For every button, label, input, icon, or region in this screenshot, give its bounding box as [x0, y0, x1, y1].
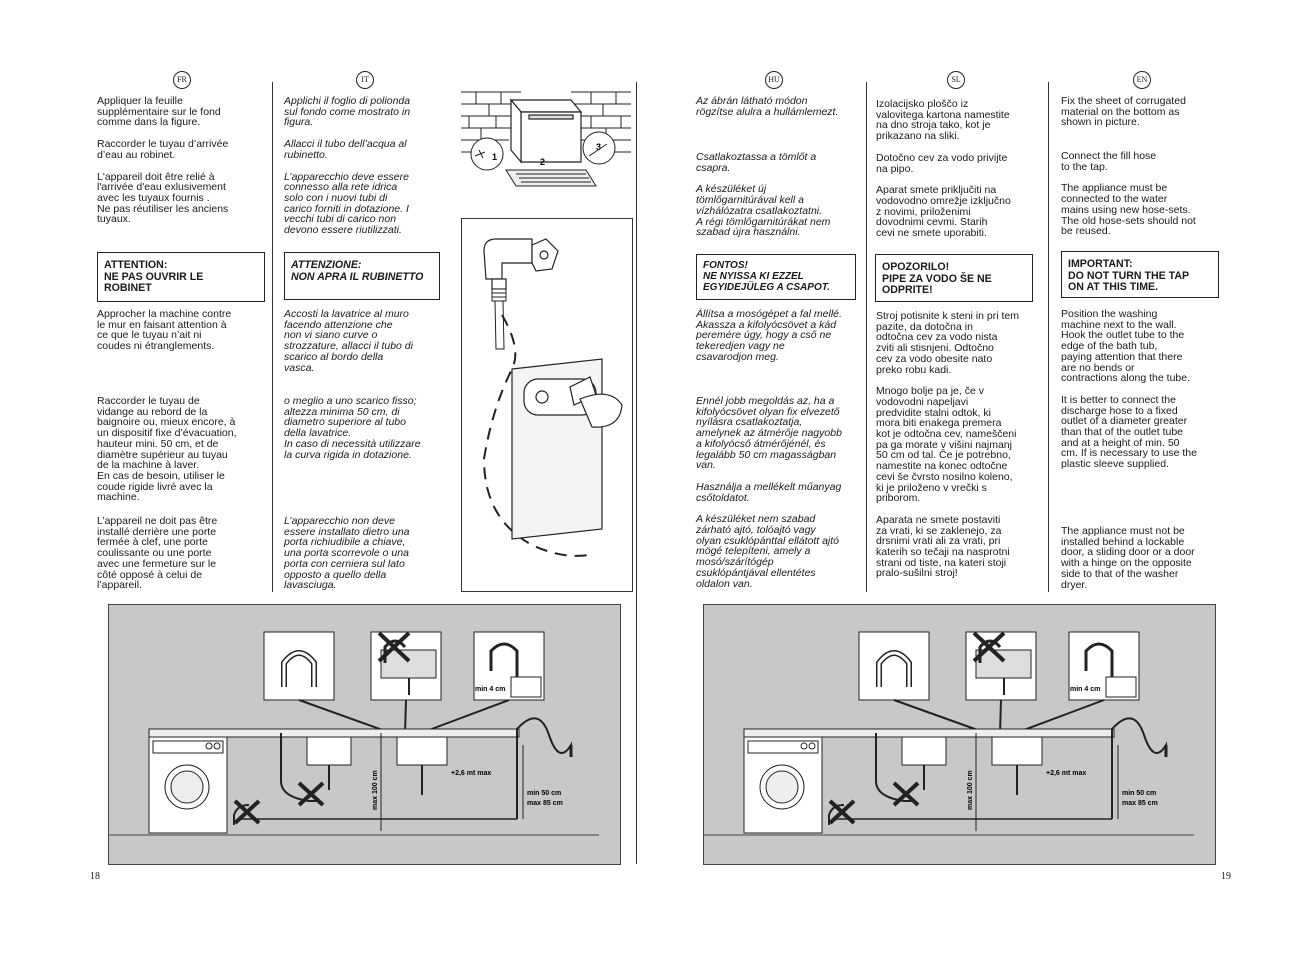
fr-text-3: L'appareil doit être relié à l'arrivée d… [97, 170, 229, 226]
step-3-label: 3 [596, 142, 601, 152]
tap-hose-illustration [461, 218, 633, 592]
max-100cm-label-left: max 100 cm [372, 770, 379, 810]
fr-text-2: Raccorder le tuyau d’arrivée d’eau au ro… [97, 138, 229, 161]
lang-badge-fr: FR [173, 71, 191, 89]
it-column-drain: o meglio a uno scarico fisso; altezza mi… [284, 396, 444, 471]
it-text-4: Accosti la lavatrice al muro facendo att… [284, 308, 413, 374]
min-50cm-label-left: min 50 cm [527, 790, 561, 797]
hu-column: Az ábrán látható módon rögzítse alulra a… [696, 96, 862, 128]
min-4cm-label-right: min 4 cm [1070, 686, 1100, 693]
sl-text-2: Dotočno cev za vodo privijte na pipo. [876, 151, 1008, 175]
plus-26mt-label-left: +2,6 mt max [451, 770, 491, 777]
hu-column-hose: Csatlakoztassa a tömlőt a csapra. A kész… [696, 152, 862, 249]
sl-text-5: Mnogo bolje pa je, če v vodovodni napelj… [876, 385, 1017, 505]
en-text-4: Position the washing machine next to the… [1061, 308, 1191, 385]
fr-column-lower: Approcher la machine contre le mur en fa… [97, 309, 269, 363]
step-2-label: 2 [540, 157, 545, 167]
min-4cm-label-left: min 4 cm [475, 686, 505, 693]
column-divider [1048, 82, 1049, 592]
en-text-1: Fix the sheet of corrugated material on … [1061, 95, 1186, 129]
min-50cm-label-right: min 50 cm [1122, 790, 1156, 797]
en-column-hose: Connect the fill hose to the tap. The ap… [1061, 151, 1227, 248]
page-number-right: 19 [1221, 871, 1231, 882]
drain-diagram-svg-right: min 4 cm max 100 cm +2,6 mt max [704, 631, 1194, 836]
hu-text-4: Állítsa a mosógépet a fal mellé. Akassza… [696, 308, 842, 363]
hu-text-5: Ennél jobb megoldás az, ha a kifolyócsöv… [696, 395, 842, 472]
sl-text-3: Aparat smete priključiti na vodovodno om… [876, 184, 1011, 240]
it-text-3: L’apparecchio deve essere connesso alla … [284, 170, 409, 237]
hu-text-5b: Használja a mellékelt műanyag csőtoldato… [696, 480, 842, 504]
it-column: Applichi il foglio di polionda sul fondo… [284, 96, 444, 247]
fr-text-4: Approcher la machine contre le mur en fa… [97, 308, 232, 353]
lang-badge-sl: SL [947, 71, 965, 89]
lang-badge-it: IT [356, 71, 374, 89]
sl-column: Izolacijsko ploščo iz valovitega kartona… [876, 99, 1046, 250]
column-divider [272, 82, 273, 592]
drain-diagram-right: min 4 cm max 100 cm +2,6 mt max [703, 604, 1216, 865]
lang-badge-en: EN [1133, 71, 1151, 89]
fr-warning-box: ATTENTION: NE PAS OUVRIR LE ROBINET [97, 252, 265, 302]
it-text-2: Allacci il tubo dell’acqua al rubinetto. [284, 138, 407, 161]
sl-column-lower: Stroj potisnite k steni in pri tem pazit… [876, 311, 1048, 590]
en-text-5: It is better to connect the discharge ho… [1061, 393, 1197, 471]
fr-text-5: Raccorder le tuyau de vidange au rebord … [97, 395, 237, 504]
drain-diagram-svg-left: min 4 cm max 100 [109, 631, 599, 836]
fr-column: Appliquer la feuille supplémentaire sur … [97, 96, 269, 236]
step-1-label: 1 [492, 152, 497, 162]
fr-column-drain: Raccorder le tuyau de vidange au rebord … [97, 396, 269, 514]
en-text-6: The appliance must not be installed behi… [1061, 525, 1195, 591]
sl-text-4: Stroj potisnite k steni in pri tem pazit… [876, 310, 1019, 376]
corrugated-sheet-illustration: 1 2 3 [461, 82, 631, 202]
fr-text-6: L’appareil ne doit pas être installé der… [97, 515, 218, 592]
hu-text-1: Az ábrán látható módon rögzítse alulra a… [696, 95, 839, 118]
hu-text-3: A készüléket új tömlőgarnitúrával kell a… [696, 183, 831, 239]
max-100cm-label-right: max 100 cm [967, 770, 974, 810]
hu-text-2: Csatlakoztassa a tömlőt a csapra. [696, 151, 817, 174]
it-column-lower: Accosti la lavatrice al muro facendo att… [284, 309, 444, 384]
max-85cm-label-right: max 85 cm [1122, 800, 1158, 807]
sl-warning-box: OPOZORILO! PIPE ZA VODO ŠE NE ODPRITE! [875, 254, 1033, 302]
fr-text-1: Appliquer la feuille supplémentaire sur … [97, 95, 221, 129]
sl-text-1: Izolacijsko ploščo iz valovitega kartona… [876, 98, 1010, 143]
it-text-6: L’apparecchio non deve essere installato… [284, 515, 410, 592]
page-gutter [636, 82, 637, 864]
it-column-door: L’apparecchio non deve essere installato… [284, 516, 444, 602]
en-text-3: The appliance must be connected to the w… [1061, 182, 1196, 238]
hu-warning-box: FONTOS! NE NYISSA KI EZZEL EGYIDEJÜLEG A… [696, 254, 856, 300]
en-text-2: Connect the fill hose to the tap. [1061, 150, 1157, 173]
en-column-lower: Position the washing machine next to the… [1061, 309, 1227, 481]
hu-column-drain: Ennél jobb megoldás az, ha a kifolyócsöv… [696, 396, 862, 600]
fr-column-door: L’appareil ne doit pas être installé der… [97, 516, 269, 602]
lang-badge-hu: HU [765, 71, 783, 89]
hu-column-lower: Állítsa a mosógépet a fal mellé. Akassza… [696, 309, 862, 374]
plus-26mt-label-right: +2,6 mt max [1046, 770, 1086, 777]
column-divider [866, 82, 867, 592]
en-warning-box: IMPORTANT: DO NOT TURN THE TAP ON AT THI… [1061, 251, 1219, 298]
page-number-left: 18 [90, 871, 100, 882]
drain-diagram-left: min 4 cm max 100 [108, 604, 621, 865]
it-text-1: Applichi il foglio di polionda sul fondo… [284, 95, 411, 129]
max-85cm-label-left: max 85 cm [527, 800, 563, 807]
it-warning-box: ATTENZIONE: NON APRA IL RUBINETTO [284, 252, 440, 300]
en-column-door: The appliance must not be installed behi… [1061, 526, 1227, 601]
it-text-5: o meglio a uno scarico fisso; altezza mi… [284, 395, 421, 461]
sl-text-6: Aparata ne smete postaviti za vrati, ki … [876, 513, 1010, 580]
en-column: Fix the sheet of corrugated material on … [1061, 96, 1227, 139]
hu-text-6: A készüléket nem szabad zárható ajtó, to… [696, 513, 840, 590]
